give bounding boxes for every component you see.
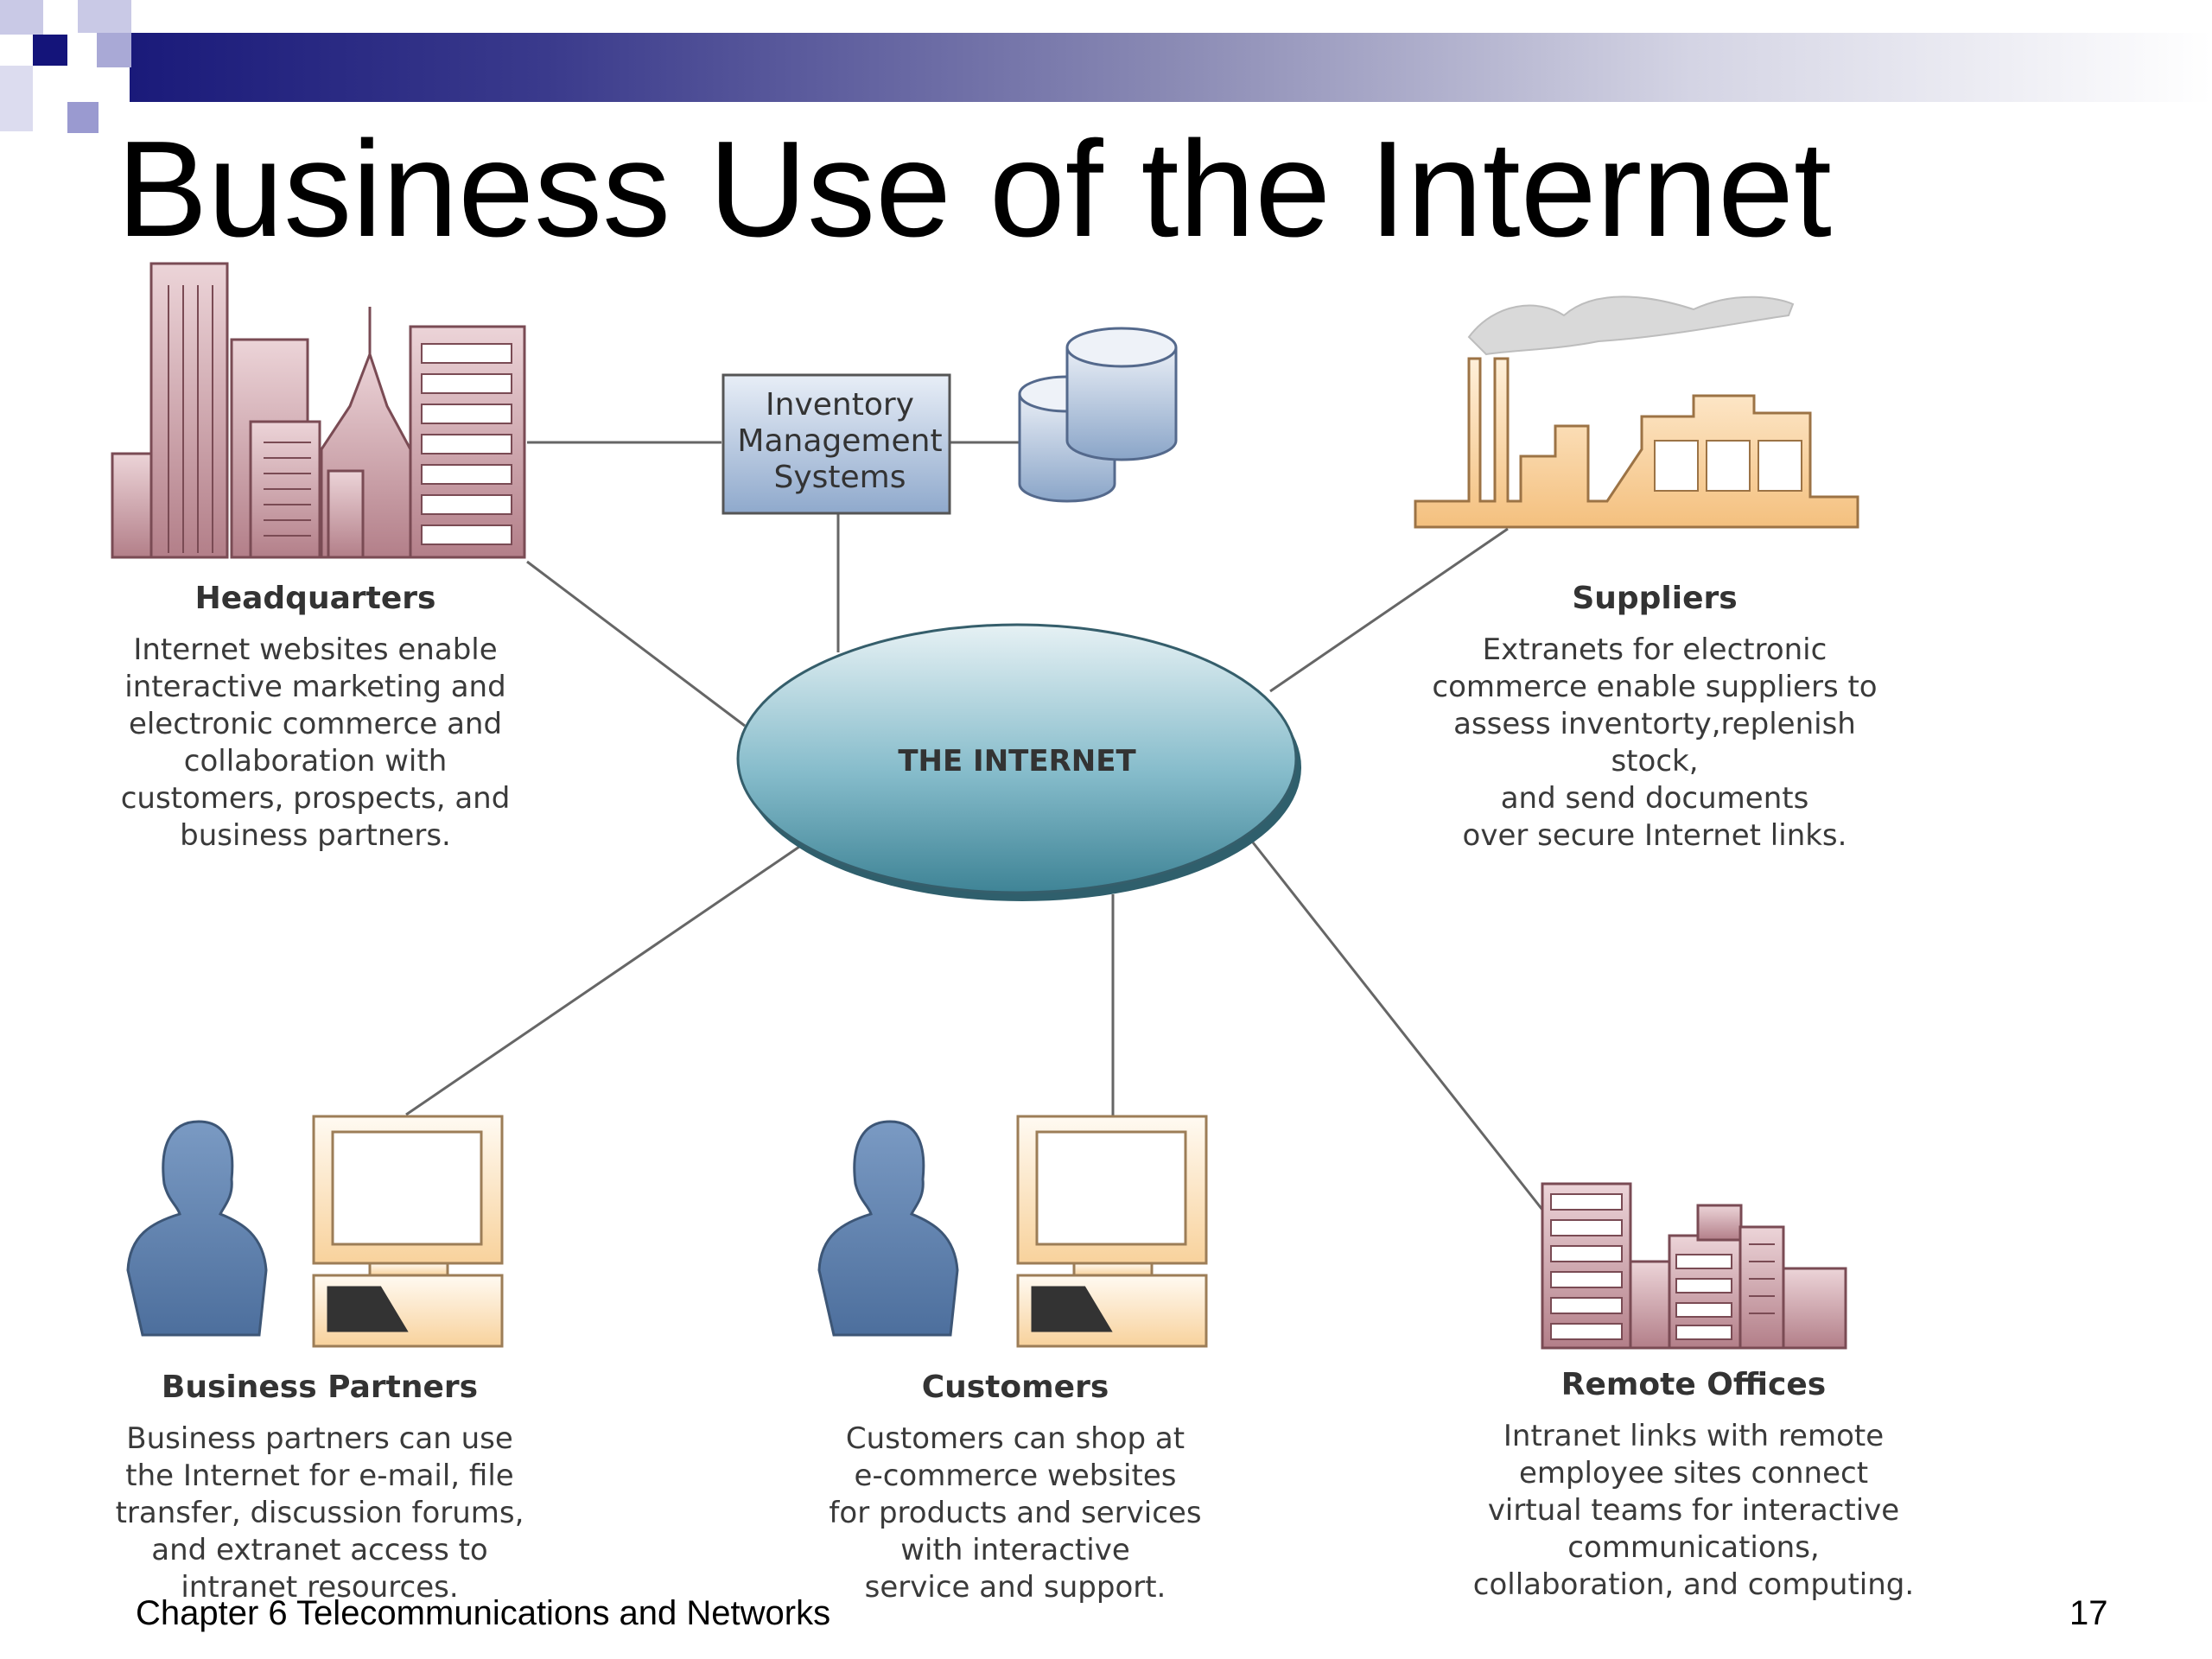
line-partners-internet — [405, 845, 800, 1116]
headquarters-buildings-icon — [111, 262, 526, 559]
internet-label: THE INTERNET — [898, 744, 1136, 779]
decor-square — [78, 0, 131, 33]
line-hq-internet — [526, 560, 746, 728]
remote-offices-title: Remote Offices — [1560, 1367, 1827, 1402]
internet-ellipse: THE INTERNET — [736, 623, 1301, 901]
title-gradient-bar — [130, 33, 2212, 102]
business-partner-computer-icon — [312, 1115, 504, 1348]
decor-square — [97, 33, 131, 67]
customers-label: Customers Customers can shop at e-commer… — [799, 1370, 1231, 1606]
inventory-label-line-1: Inventory — [766, 387, 914, 423]
business-partners-title: Business Partners — [161, 1370, 479, 1405]
business-partners-label: Business Partners Business partners can … — [104, 1370, 536, 1606]
inventory-label-line-2: Management — [737, 423, 942, 459]
suppliers-title: Suppliers — [1572, 581, 1738, 616]
headquarters-description: Internet websites enable interactive mar… — [120, 632, 511, 853]
decor-square — [67, 102, 99, 133]
remote-offices-buildings-icon — [1541, 1182, 1847, 1350]
footer-chapter: Chapter 6 Telecommunications and Network… — [136, 1594, 831, 1632]
business-partner-person-icon — [126, 1120, 268, 1337]
decor-square — [0, 0, 43, 35]
business-partners-description: Business partners can use the Internet f… — [115, 1421, 524, 1605]
suppliers-description: Extranets for electronic commerce enable… — [1432, 632, 1878, 853]
customers-title: Customers — [921, 1370, 1109, 1405]
line-remote-internet — [1251, 842, 1544, 1211]
page-number: 17 — [2069, 1594, 2108, 1632]
customer-person-icon — [817, 1120, 959, 1337]
remote-offices-description: Intranet links with remote employee site… — [1472, 1419, 1915, 1602]
suppliers-label: Suppliers Extranets for electronic comme… — [1408, 581, 1901, 855]
slide-title: Business Use of the Internet — [117, 113, 1832, 265]
connector-lines — [405, 441, 1544, 1211]
inventory-box: Inventory Management Systems — [721, 373, 951, 515]
decor-square — [0, 66, 33, 131]
database-icon — [1018, 327, 1178, 503]
decor-square — [33, 35, 67, 66]
customers-description: Customers can shop at e-commerce website… — [829, 1421, 1202, 1605]
headquarters-label: Headquarters Internet websites enable in… — [104, 581, 527, 855]
line-suppliers-internet — [1269, 527, 1509, 693]
factory-icon — [1414, 296, 1859, 529]
remote-offices-label: Remote Offices Intranet links with remot… — [1469, 1367, 1918, 1604]
inventory-label-line-3: Systems — [774, 460, 906, 495]
headquarters-title: Headquarters — [194, 581, 436, 616]
customer-computer-icon — [1016, 1115, 1208, 1348]
